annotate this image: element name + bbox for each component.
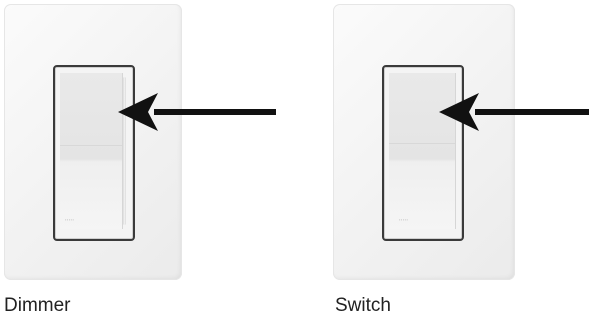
arrow-left-icon [118, 93, 276, 131]
dimmer-paddle[interactable]: ▪▪▪▪▪ [60, 73, 123, 229]
dimmer-slider[interactable] [123, 77, 126, 225]
switch-paddle-split [389, 143, 455, 144]
dimmer-caption: Dimmer [4, 295, 71, 316]
dimmer-brand-mark: ▪▪▪▪▪ [65, 217, 75, 222]
switch-brand-mark: ▪▪▪▪▪ [399, 217, 409, 222]
switch-device: ▪▪▪▪▪ Switch [300, 0, 595, 327]
switch-frame: ▪▪▪▪▪ [382, 65, 464, 241]
switch-caption: Switch [335, 295, 391, 316]
switch-paddle[interactable]: ▪▪▪▪▪ [389, 73, 456, 229]
dimmer-paddle-split [60, 145, 122, 146]
dimmer-frame: ▪▪▪▪▪ [53, 65, 135, 241]
arrow-left-icon [439, 93, 589, 131]
dimmer-device: ▪▪▪▪▪ Dimmer [4, 4, 276, 316]
